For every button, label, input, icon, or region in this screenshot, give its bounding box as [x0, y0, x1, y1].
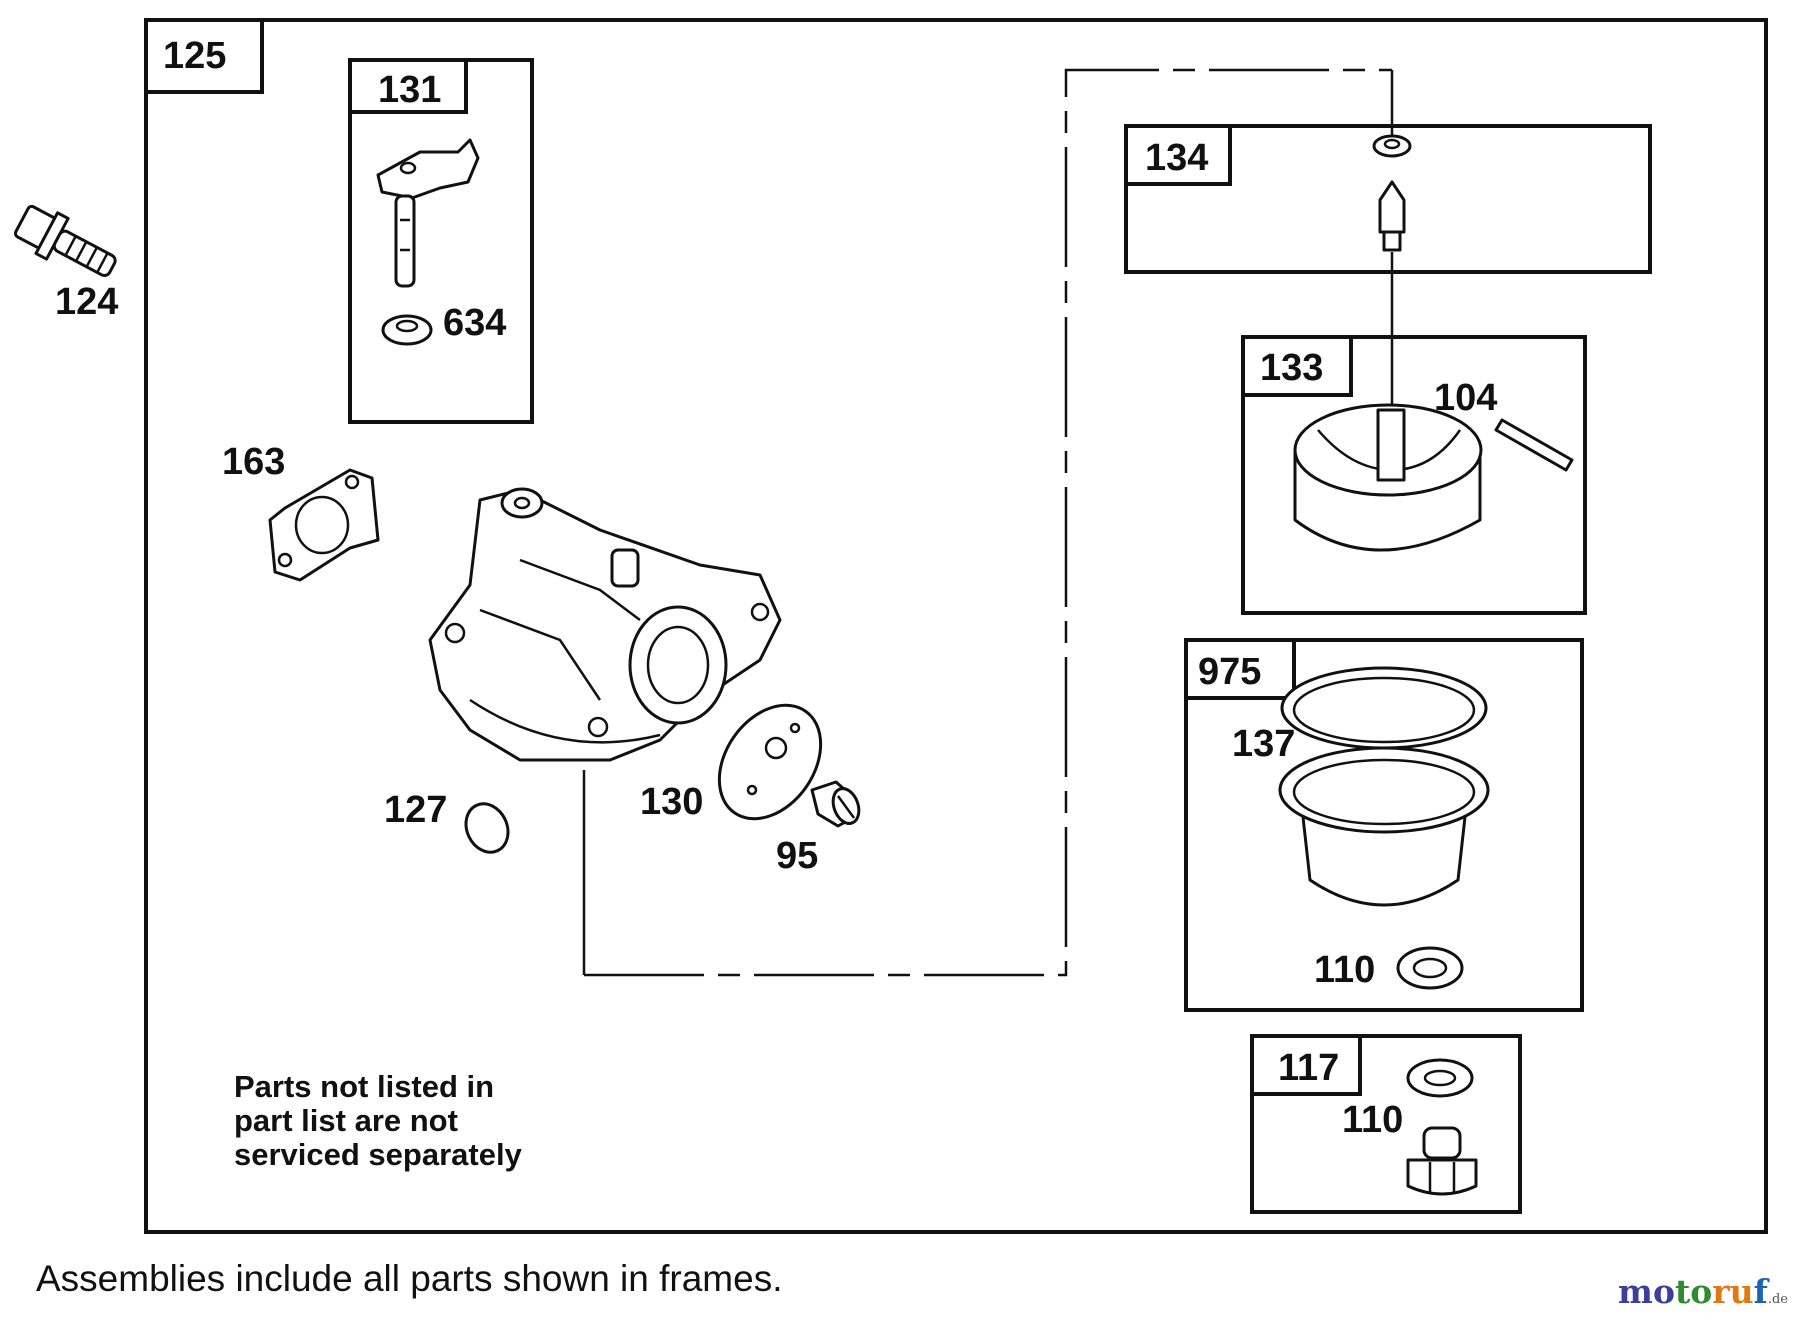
note-line-3: serviced separately	[234, 1137, 523, 1172]
welch-plug-127: 127	[384, 789, 510, 854]
label-117: 117	[1278, 1047, 1339, 1089]
watermark-part-4: f	[1753, 1272, 1768, 1311]
assemblies-caption: Assemblies include all parts shown in fr…	[36, 1258, 783, 1299]
gasket-163: 163	[222, 441, 380, 582]
throttle-shaft	[376, 138, 480, 288]
carburetor-body	[428, 487, 782, 975]
label-134: 134	[1145, 137, 1208, 179]
label-127: 127	[384, 789, 447, 831]
label-95: 95	[776, 835, 818, 877]
label-634: 634	[443, 302, 506, 344]
watermark-logo: motoruf.de	[1618, 1272, 1788, 1311]
label-137: 137	[1232, 723, 1295, 765]
watermark-part-1: mo	[1618, 1272, 1675, 1311]
label-130: 130	[640, 781, 703, 823]
label-110-bowl: 110	[1314, 949, 1375, 991]
label-110-nut: 110	[1342, 1099, 1403, 1141]
bowl-nut	[1406, 1126, 1478, 1196]
screw-95: 95	[776, 780, 861, 877]
label-125: 125	[163, 35, 226, 77]
bolt-124: 124	[13, 204, 118, 323]
watermark-part-2: to	[1674, 1272, 1713, 1311]
frame-125: 125	[144, 18, 1768, 1234]
frame-134: 134	[1124, 124, 1652, 450]
frame-975: 975 137 110	[1184, 638, 1584, 1012]
note-line-2: part list are not	[234, 1103, 458, 1138]
label-133: 133	[1260, 347, 1323, 389]
choke-plate-130: 130	[640, 703, 823, 823]
frame-117: 117 110	[1250, 1034, 1522, 1214]
label-104: 104	[1434, 377, 1497, 419]
note-line-1: Parts not listed in	[234, 1069, 494, 1104]
nut-washer	[1406, 1058, 1474, 1098]
label-124: 124	[55, 281, 118, 323]
bowl-gasket	[1280, 666, 1488, 750]
inlet-needle	[1378, 180, 1406, 252]
label-131: 131	[378, 69, 441, 111]
watermark-part-3: ru	[1712, 1272, 1754, 1311]
frame-133: 133 104	[1241, 335, 1587, 615]
float-pin	[1494, 418, 1574, 472]
service-note: Parts not listed in part list are not se…	[234, 1069, 523, 1172]
assembly-connector	[584, 68, 1394, 977]
watermark-suffix: .de	[1767, 1292, 1788, 1307]
frame-131: 131 634	[348, 58, 534, 424]
float-bowl	[1278, 746, 1490, 907]
inlet-needle-seat	[1372, 134, 1412, 158]
throttle-seal	[381, 314, 433, 346]
bowl-washer	[1396, 946, 1464, 990]
float	[1293, 403, 1483, 552]
label-975: 975	[1198, 651, 1261, 693]
label-163: 163	[222, 441, 285, 483]
